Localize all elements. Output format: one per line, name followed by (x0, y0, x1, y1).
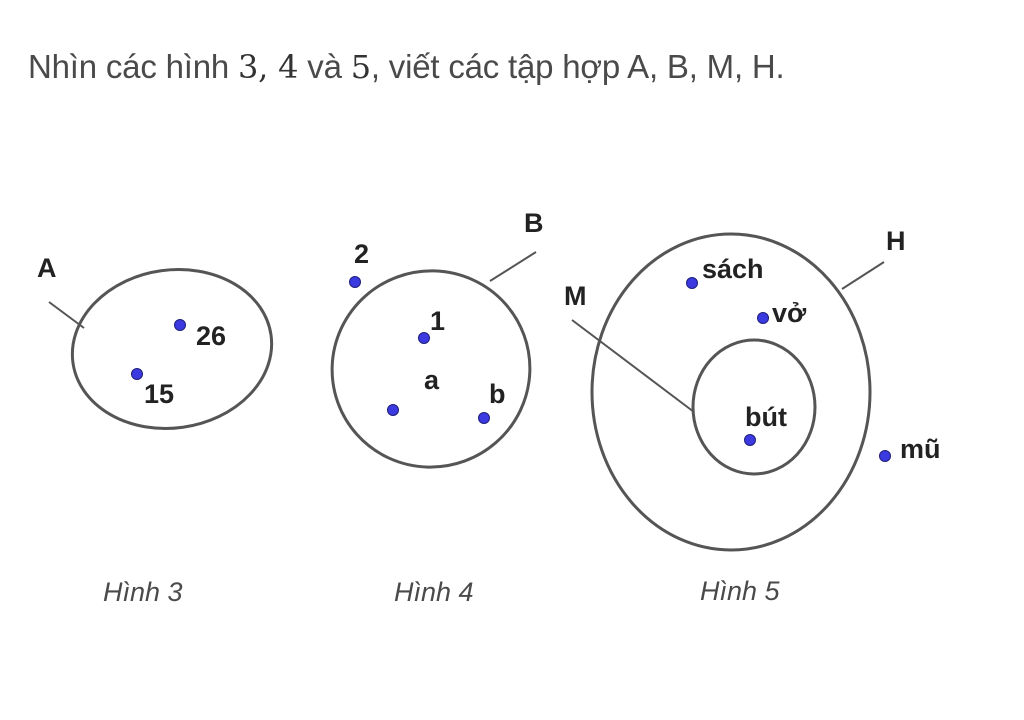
figure-hinh-5: H M sách vở bút mũ Hình 5 (564, 226, 941, 606)
point-a (387, 404, 399, 416)
element-1-label: 1 (430, 306, 445, 336)
question-text: Nhìn các hình 3, 4 và 5, viết các tập hợ… (28, 48, 785, 86)
element-mu-label: mũ (900, 434, 941, 464)
caption-hinh-3: Hình 3 (103, 577, 183, 607)
set-a-label: A (37, 253, 57, 283)
set-b-leader-line (489, 251, 537, 282)
question-number-5: 5 (350, 48, 371, 86)
question-suffix: , viết các tập hợp A, B, M, H. (370, 48, 785, 85)
set-a-leader-line (48, 301, 85, 329)
set-m-outline (691, 338, 817, 476)
set-b-label: B (524, 208, 544, 238)
question-number-3: 3 (238, 48, 259, 86)
caption-hinh-5: Hình 5 (700, 576, 781, 606)
set-h-label: H (886, 226, 906, 256)
element-15-label: 15 (144, 379, 174, 409)
set-h-outline (590, 232, 872, 552)
element-26-label: 26 (196, 321, 226, 351)
set-m-leader-line (571, 319, 695, 413)
element-b-label: b (489, 379, 506, 409)
set-m-label: M (564, 281, 587, 311)
element-a-label: a (424, 365, 440, 395)
point-2-outside (349, 276, 361, 288)
point-vo (757, 312, 769, 324)
question-separator: , (258, 48, 279, 86)
caption-hinh-4: Hình 4 (394, 577, 474, 607)
set-h-leader-line (841, 261, 885, 290)
figure-hinh-3: A 26 15 Hình 3 (37, 253, 274, 607)
question-prefix: Nhìn các hình (28, 48, 238, 85)
question-conjunction: và (298, 48, 351, 85)
element-vo-label: vở (772, 298, 807, 328)
question-number-4: 4 (278, 48, 299, 86)
point-but (744, 434, 756, 446)
point-15 (131, 368, 143, 380)
element-but-label: bút (745, 402, 787, 432)
point-b (478, 412, 490, 424)
set-a-outline (70, 268, 274, 430)
point-sach (686, 277, 698, 289)
point-mu-outside (879, 450, 891, 462)
point-26 (174, 319, 186, 331)
set-b-outline (330, 269, 532, 469)
figure-hinh-4: B 2 1 a b Hình 4 (330, 208, 544, 607)
element-sach-label: sách (702, 254, 764, 284)
point-1 (418, 332, 430, 344)
element-2-label: 2 (354, 239, 369, 269)
